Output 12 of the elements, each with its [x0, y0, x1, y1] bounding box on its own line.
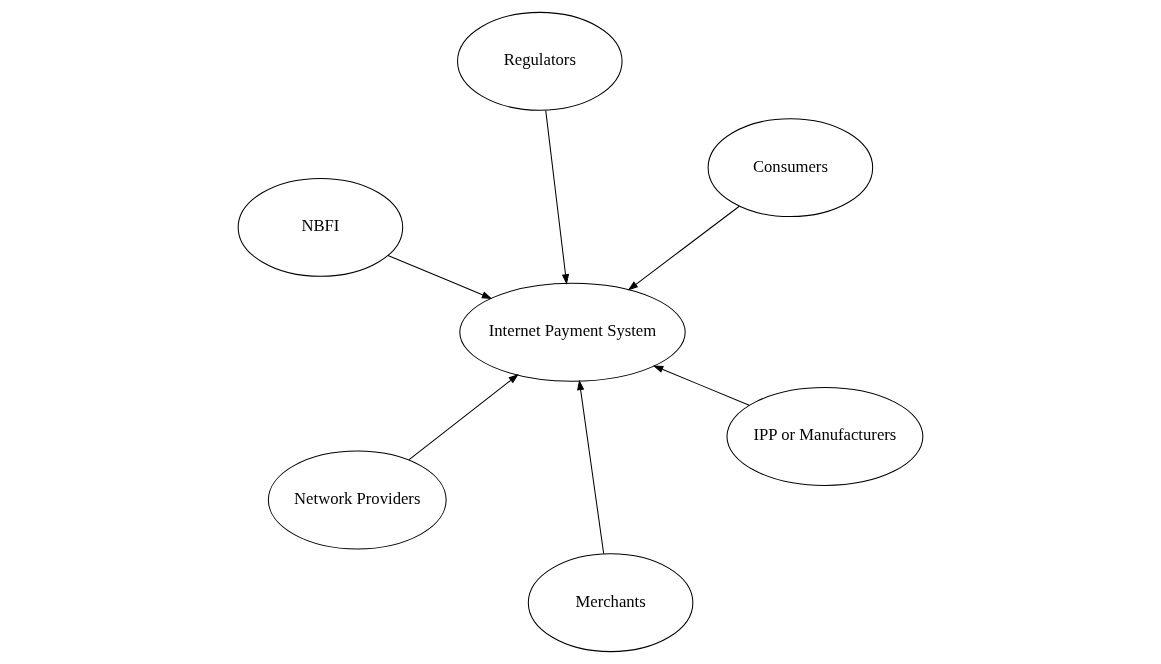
node-ellipse: Merchants — [527, 553, 694, 653]
node-ellipse: IPP or Manufacturers — [726, 387, 924, 486]
arrow — [577, 379, 605, 555]
arrow — [387, 255, 493, 299]
arrow — [408, 374, 519, 461]
arrow — [627, 205, 740, 291]
node-ellipse: Regulators — [457, 11, 623, 111]
arrow — [652, 365, 750, 406]
node-ellipse: Network Providers — [267, 450, 447, 550]
node-ellipse: NBFI — [237, 177, 404, 277]
arrow — [545, 109, 570, 285]
node-ellipse: Consumers — [707, 118, 874, 218]
